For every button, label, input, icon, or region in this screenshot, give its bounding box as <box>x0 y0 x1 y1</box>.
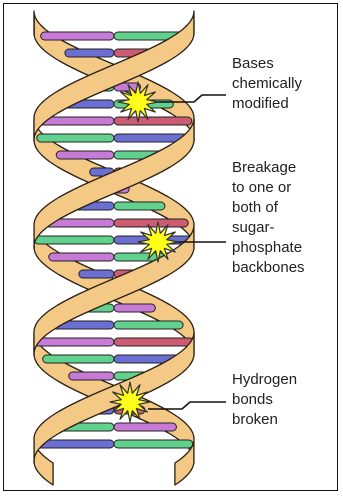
base-right <box>114 304 155 312</box>
base-left <box>34 338 114 346</box>
label-line: backbones <box>232 258 305 278</box>
base-right <box>114 338 194 346</box>
base-right <box>114 117 192 125</box>
base-left <box>37 134 114 142</box>
base-left <box>35 236 114 244</box>
base-left <box>69 372 114 380</box>
base-right <box>114 219 188 227</box>
base-left <box>43 355 114 363</box>
base-right <box>114 202 165 210</box>
figure-frame: Bases chemically modified Breakage to on… <box>3 3 338 491</box>
base-left <box>65 49 114 57</box>
label-bases-chemically-modified: Bases chemically modified <box>232 54 302 114</box>
label-line: bonds <box>232 390 297 410</box>
label-line: chemically <box>232 74 302 94</box>
label-line: modified <box>232 94 302 114</box>
base-left <box>41 32 114 40</box>
base-left <box>79 270 114 278</box>
backbone-strand <box>34 227 194 355</box>
base-right <box>114 423 176 431</box>
label-line: broken <box>232 410 297 430</box>
base-right <box>114 321 183 329</box>
base-left <box>56 151 114 159</box>
label-line: Breakage <box>232 158 305 178</box>
label-backbone-breakage: Breakage to one or both of sugar- phosph… <box>232 158 305 278</box>
label-line: Hydrogen <box>232 370 297 390</box>
label-line: sugar- <box>232 218 305 238</box>
label-line: both of <box>232 198 305 218</box>
base-right <box>114 440 193 448</box>
label-line: to one or <box>232 178 305 198</box>
label-line: Bases <box>232 54 302 74</box>
base-left <box>49 253 114 261</box>
label-line: phosphate <box>232 238 305 258</box>
label-hydrogen-bonds-broken: Hydrogen bonds broken <box>232 370 297 430</box>
